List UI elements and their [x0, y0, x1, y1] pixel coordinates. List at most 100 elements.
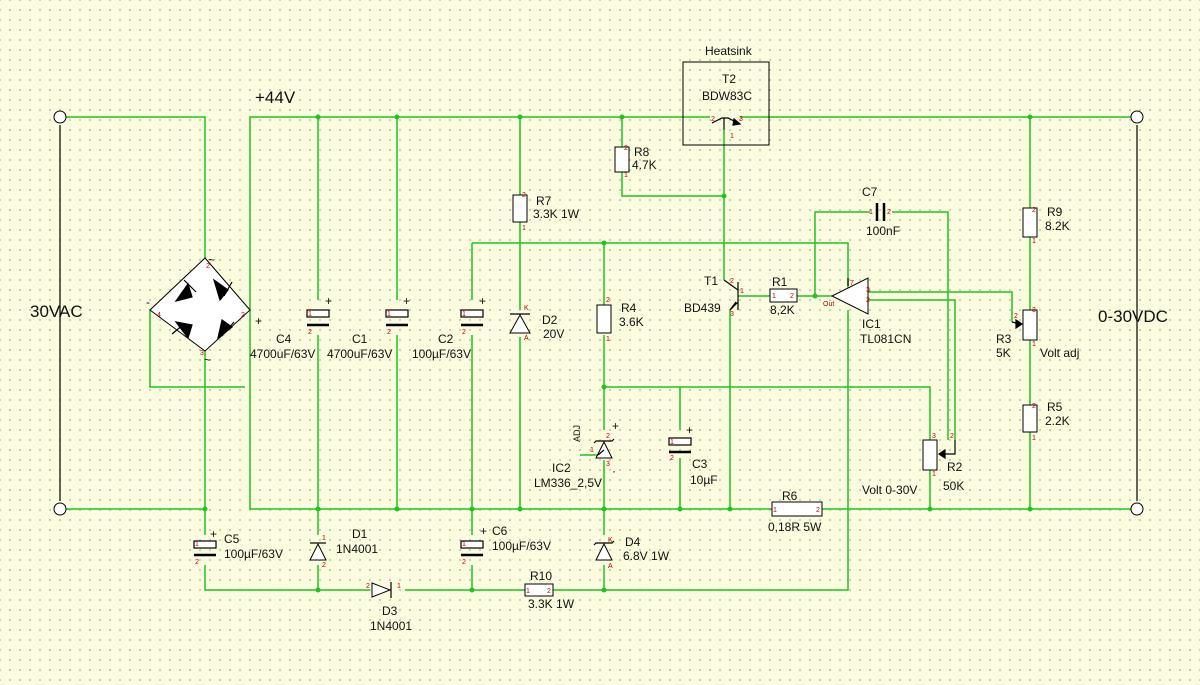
pin-number: 2: [241, 312, 245, 319]
bridge-minus: -: [146, 295, 150, 309]
diodes: [309, 313, 615, 598]
d4-a: A: [608, 563, 613, 570]
r7-value: 3.3K 1W: [533, 207, 580, 221]
r3-extra: Volt adj: [1040, 346, 1079, 360]
r9-value: 8.2K: [1045, 219, 1070, 233]
c3-value: 10µF: [690, 473, 718, 487]
pin-number: 2: [730, 278, 734, 285]
c2-value: 100µF/63V: [412, 347, 471, 361]
r10-ref: R10: [530, 569, 552, 583]
pin-number: 1: [462, 311, 466, 318]
pin-number: 1: [869, 209, 873, 216]
pin-number: 1: [397, 583, 401, 590]
r4-value: 3.6K: [619, 315, 644, 329]
d3-ref: D3: [382, 604, 398, 618]
r9-ref: R9: [1047, 205, 1063, 219]
r10-value: 3.3K 1W: [528, 597, 575, 611]
d1-ref: D1: [352, 527, 368, 541]
pin-number: 7: [850, 280, 854, 287]
heatsink-box: [682, 61, 770, 146]
d2-ref: D2: [542, 313, 558, 327]
r5-value: 2.2K: [1045, 414, 1070, 428]
c7-ref: C7: [862, 185, 878, 199]
c3-ref: C3: [692, 457, 708, 471]
pin-number: 2: [387, 329, 391, 336]
r7-ref: R7: [536, 194, 552, 208]
polarity-marks: + + + + + + + + - ~ ~ K A K A ·: [146, 253, 693, 570]
pin-number: 1: [772, 293, 776, 300]
output-label: 0-30VDC: [1098, 307, 1168, 326]
pin-number: 1: [322, 535, 326, 542]
r4-ref: R4: [621, 301, 637, 315]
pin-number: 2: [606, 433, 610, 440]
r2-value: 50K: [943, 479, 964, 493]
ic1-value: TL081CN: [860, 332, 911, 346]
r3-ref: R3: [996, 332, 1012, 346]
r1-value: 8,2K: [770, 303, 795, 317]
bridge-rectifier: [149, 257, 251, 352]
pin-number: 1: [773, 507, 777, 514]
wires: [66, 116, 1135, 591]
pin-number: 1: [740, 288, 744, 295]
pin-number: 1: [670, 439, 674, 446]
r2-ref: R2: [947, 460, 963, 474]
pin-number: 2: [670, 455, 674, 462]
pin-number: 2: [462, 329, 466, 336]
pin-number: 2: [322, 562, 326, 569]
pin-number: 4: [157, 312, 161, 319]
c6-plus: +: [480, 524, 487, 538]
pin-number: 2: [711, 116, 715, 123]
c2-plus: +: [479, 294, 486, 308]
pin-number: 1: [1032, 341, 1036, 348]
pin-number: 2: [462, 559, 466, 566]
d2-a: A: [524, 335, 529, 342]
c5-value: 100µF/63V: [224, 547, 283, 561]
t1-value: BD439: [684, 301, 721, 315]
c1-ref: C1: [352, 332, 368, 346]
r2-extra: Volt 0-30V: [862, 483, 917, 497]
pin-number: 1: [606, 336, 610, 343]
pin-number: 3: [200, 350, 204, 357]
bridge-plus: +: [255, 314, 262, 328]
c4-ref: C4: [276, 332, 292, 346]
pin-number: 2: [1032, 207, 1036, 214]
r5-ref: R5: [1047, 400, 1063, 414]
pin-number: 2: [790, 293, 794, 300]
bridge-ac-bottom: ~: [204, 353, 211, 367]
c4-plus: +: [325, 294, 332, 308]
pin-number: 2: [866, 297, 870, 304]
rail-label: +44V: [255, 88, 296, 107]
ic1-ref: IC1: [862, 317, 881, 331]
pin-number: 1: [932, 471, 936, 478]
t2-ref: T2: [722, 72, 736, 86]
pin-number: 2: [1032, 403, 1036, 410]
pin-numbers: 2 2 4 3 2 3 1 2 1 2 1 2 1 2 3 1 1 2 1 2 …: [157, 116, 1036, 595]
pin-number: 1: [590, 447, 594, 454]
pin-number: 1: [730, 133, 734, 140]
pin-number: 2: [816, 507, 820, 514]
d4-ref: D4: [625, 535, 641, 549]
d2-k: K: [524, 305, 529, 312]
c5-plus: +: [210, 527, 217, 541]
r8-value: 4.7K: [632, 158, 657, 172]
r8-ref: R8: [634, 145, 650, 159]
d4-k: K: [608, 537, 613, 544]
pin-number: 2: [308, 329, 312, 336]
junctions: [202, 114, 1033, 593]
r6-value: 0,18R 5W: [768, 520, 822, 534]
pin-number: 1: [624, 172, 628, 179]
pin-number: 1: [387, 311, 391, 318]
pin-number: 1: [195, 541, 199, 548]
pin-number: 2: [195, 559, 199, 566]
pin-number: 1: [462, 541, 466, 548]
transistor-t1: [723, 279, 739, 311]
r6-ref: R6: [782, 489, 798, 503]
pin-number: 2: [206, 263, 210, 270]
d2-value: 20V: [543, 327, 564, 341]
c5-ref: C5: [224, 532, 240, 546]
d4-value: 6.8V 1W: [623, 549, 670, 563]
pin-number: 1: [1032, 238, 1036, 245]
pin-number: 1: [526, 588, 530, 595]
pin-number: 2: [950, 433, 954, 440]
